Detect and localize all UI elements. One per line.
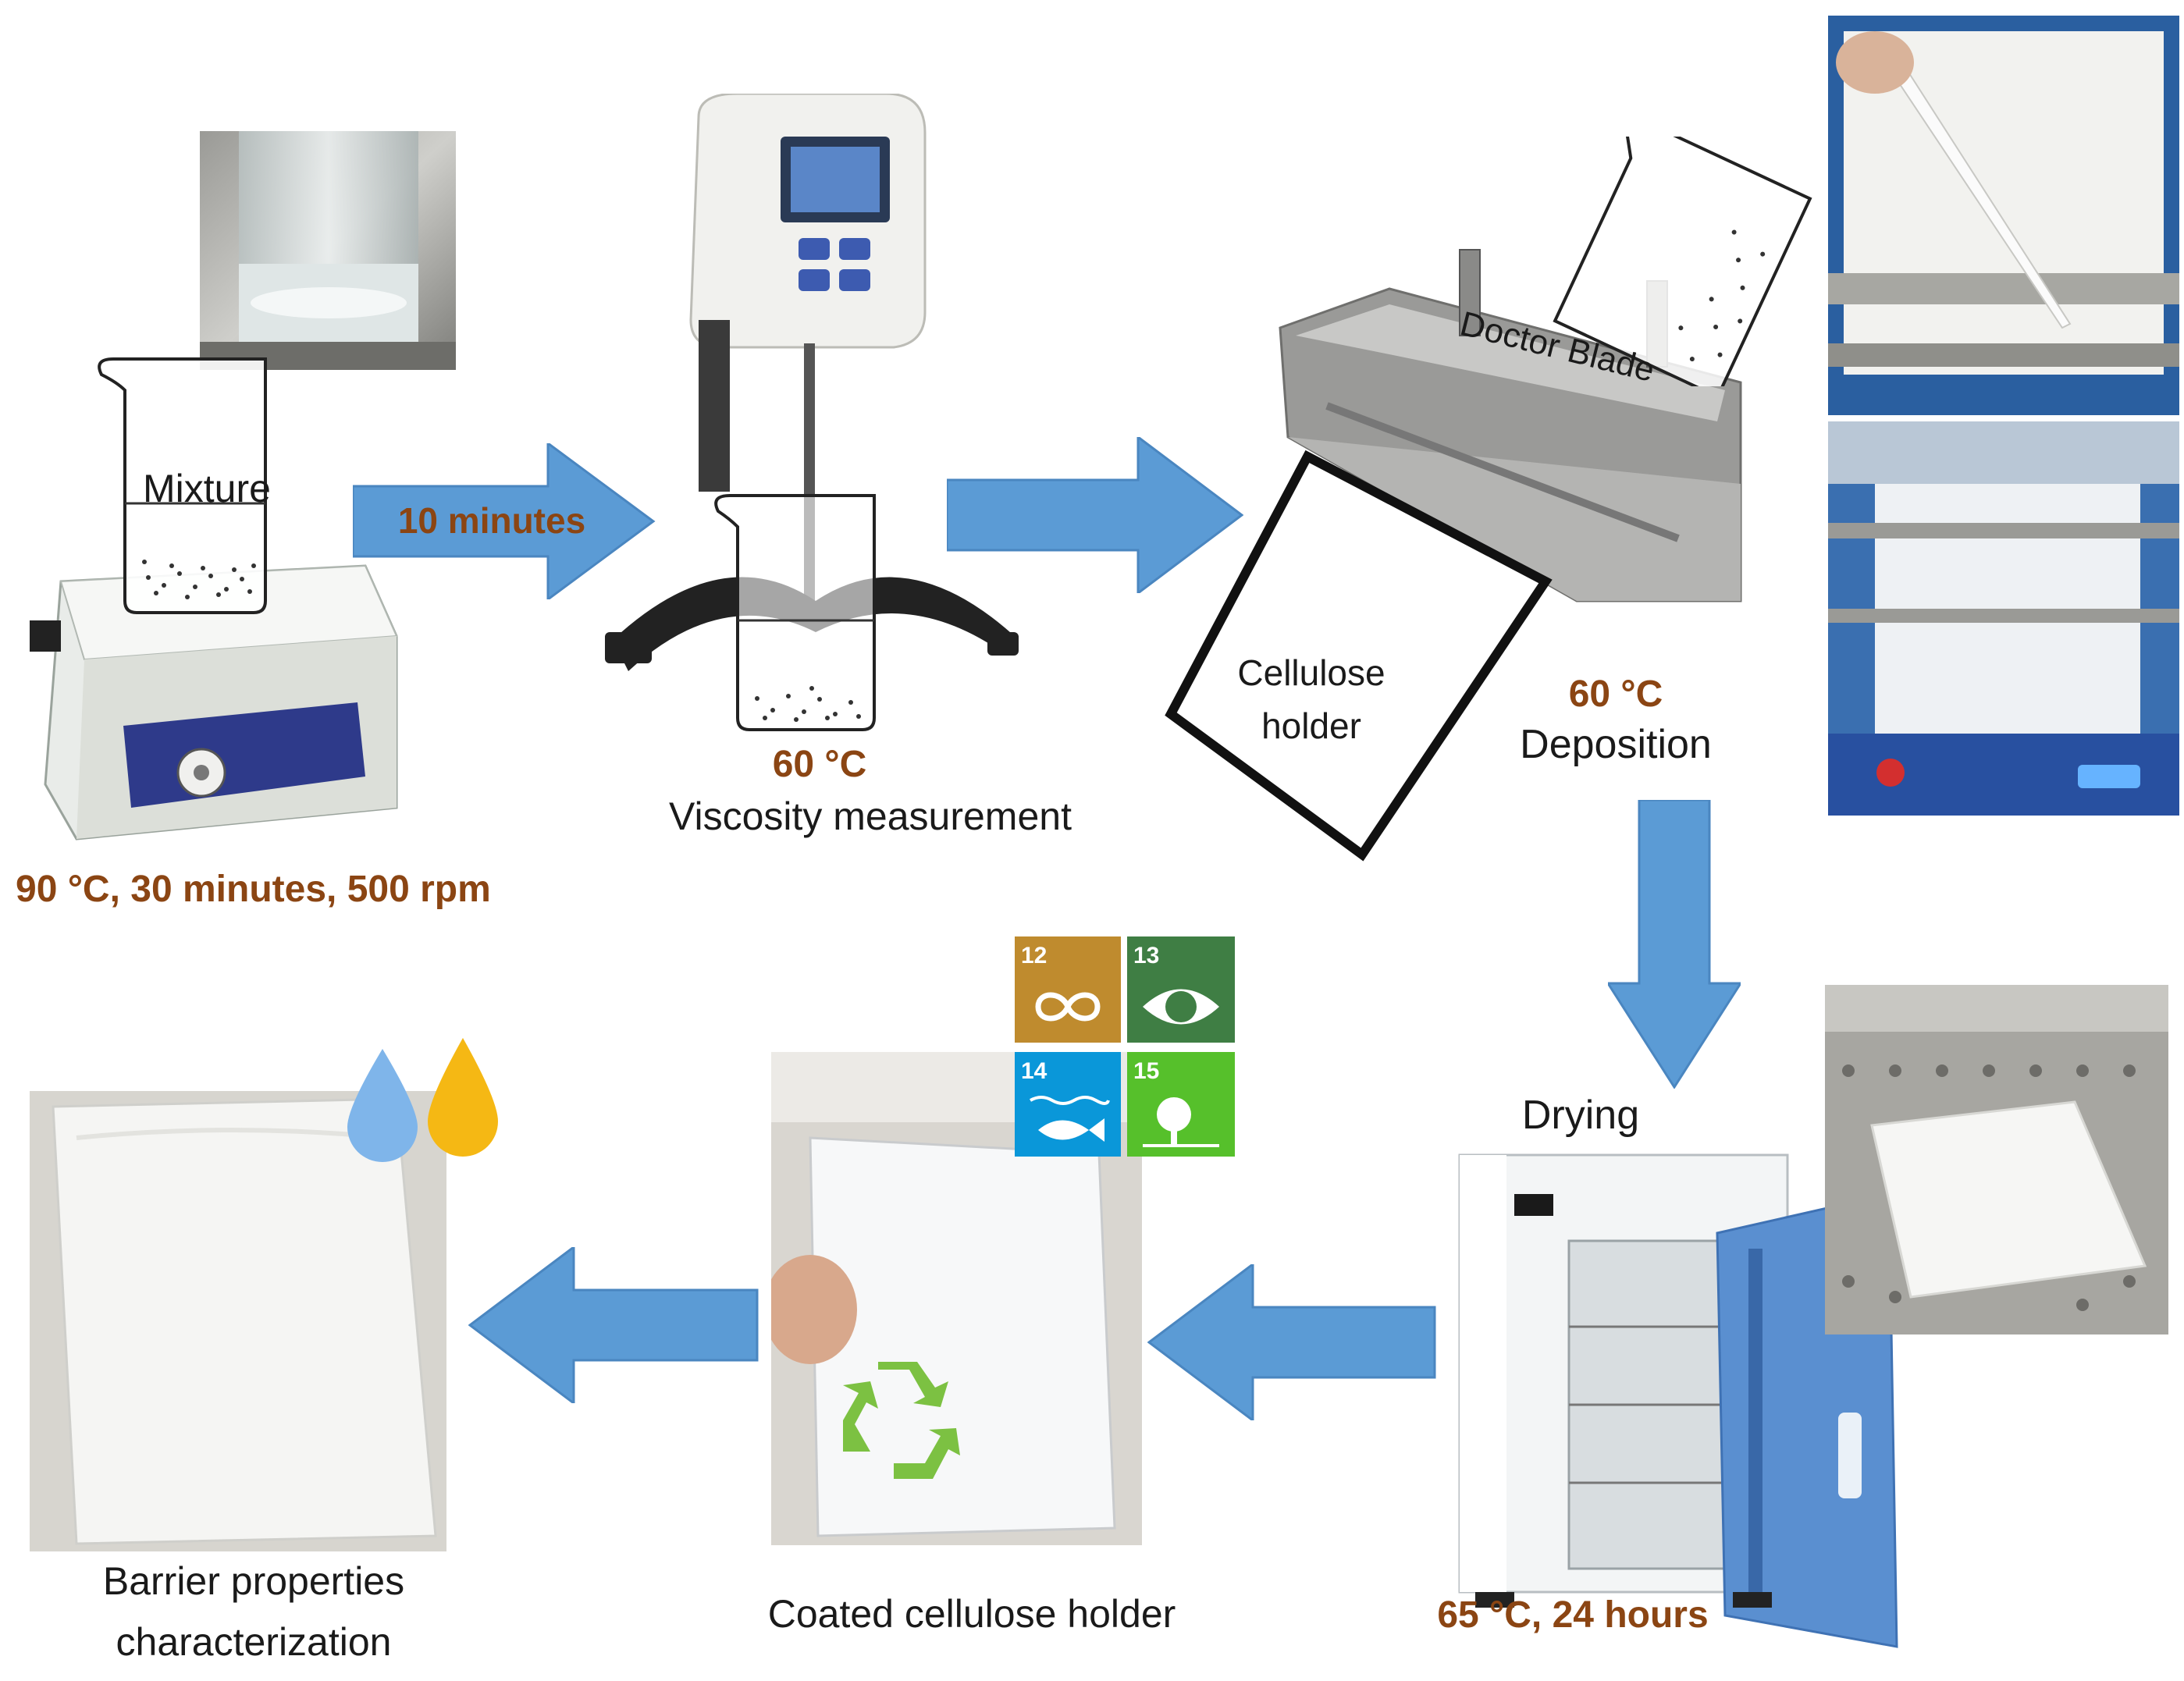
- cellulose-holder-label-1: Cellulose: [1237, 652, 1385, 693]
- pipette-photo: [1828, 16, 2179, 415]
- recycle-icon: [835, 1362, 968, 1479]
- viscosity-label: Viscosity measurement: [669, 794, 1072, 838]
- viscosity-beaker-icon: [710, 484, 898, 734]
- arrow-right-2: [947, 437, 1243, 593]
- sdg-13-badge: 13: [1127, 936, 1235, 1043]
- coated-holder-label: Coated cellulose holder: [767, 1592, 1176, 1636]
- sdg-13-number: 13: [1133, 943, 1159, 968]
- pouring-beaker-icon: [1546, 137, 1827, 386]
- drying-oven-icon: [1452, 1147, 1905, 1662]
- oil-drop-icon: [424, 1038, 502, 1159]
- arrow-right-1: [353, 443, 656, 599]
- water-drop-icon: [343, 1049, 422, 1164]
- arrow-left-2: [468, 1247, 759, 1403]
- mixing-time-label: 10 minutes: [397, 500, 586, 541]
- sdg-15-badge: 15: [1127, 1052, 1235, 1157]
- sdg-15-number: 15: [1133, 1058, 1159, 1084]
- deposition-temperature: 60 °C: [1568, 673, 1663, 715]
- beaker-icon: [94, 343, 297, 617]
- oven-interior-photo: [1825, 985, 2168, 1334]
- doctor-blade-applicator-icon: [1272, 226, 1756, 632]
- mixing-condition: 90 °C, 30 minutes, 500 rpm: [16, 869, 491, 910]
- barrier-label-1: Barrier properties: [102, 1559, 405, 1603]
- barrier-label-2: characterization: [116, 1620, 392, 1664]
- mixture-photo: [200, 131, 456, 370]
- cellulose-holder-label-2: holder: [1261, 705, 1361, 746]
- sdg-14-number: 14: [1021, 1058, 1048, 1084]
- mixture-label: Mixture: [143, 467, 271, 510]
- cellulose-holder-icon: [1163, 449, 1553, 862]
- arrow-left-1: [1147, 1264, 1436, 1420]
- arrow-down: [1608, 800, 1741, 1089]
- deposition-label: Deposition: [1520, 722, 1712, 767]
- sdg-12-number: 12: [1021, 943, 1047, 968]
- sdg-12-badge: 12: [1015, 936, 1121, 1043]
- coated-sheet-photo: [1828, 421, 2179, 816]
- viscosity-temperature: 60 °C: [772, 744, 867, 785]
- barrier-bag-photo: [30, 1091, 446, 1551]
- hot-plate-stirrer-icon: [30, 550, 420, 847]
- drying-label: Drying: [1521, 1093, 1640, 1138]
- drying-condition: 65 °C, 24 hours: [1437, 1594, 1709, 1636]
- sdg-14-badge: 14: [1015, 1052, 1121, 1157]
